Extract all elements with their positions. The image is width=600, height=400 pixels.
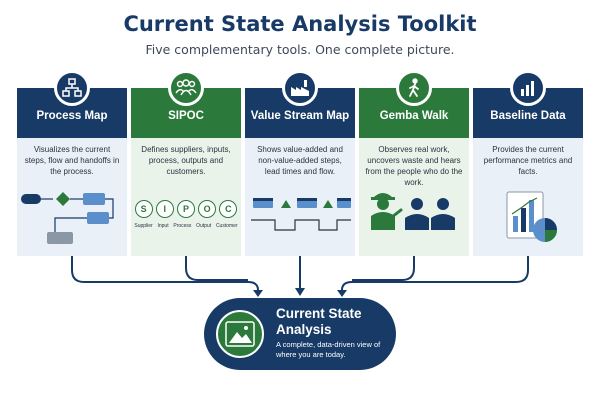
card-description: Observes real work, uncovers waste and h… [365,145,463,187]
card-title: Value Stream Map [250,110,350,122]
factory-icon [282,70,318,106]
connector-sipoc [185,256,248,281]
tool-card-baseline-data: Baseline Data Provides the current perfo… [473,70,583,256]
page-subtitle: Five complementary tools. One complete p… [145,42,455,57]
result-title: Current State Analysis [276,306,362,337]
gemba-people-illustration [371,193,455,230]
arrowhead-center [295,288,305,296]
sipoc-label: Customer [215,223,238,229]
walking-person-icon [396,70,432,106]
tool-card-sipoc: SIPOC Defines suppliers, inputs, process… [131,70,241,256]
arrowhead-right [337,290,347,297]
card-body [131,138,241,256]
bar-chart-icon [510,70,546,106]
page-title: Current State Analysis Toolkit [123,12,477,36]
arrowhead-left [253,290,263,297]
metrics-dashboard-illustration [506,191,557,242]
connector-process-map [71,256,259,292]
group-icon [168,70,204,106]
mountain-icon [216,310,264,358]
card-title: SIPOC [168,110,204,122]
process-flow-illustration [21,192,114,244]
value-stream-illustration [251,198,351,231]
sipoc-label: Output [196,223,212,229]
sipoc-label: Input [157,223,169,229]
card-description: Visualizes the current steps, flow and h… [24,145,120,176]
sipoc-letters: S I P O C [131,200,241,218]
tool-card-value-stream-map: Value Stream Map Shows value-added and n… [245,70,355,256]
card-description: Provides the current performance metrics… [483,145,573,176]
flowchart-icon [54,70,90,106]
sipoc-labels: Supplier Input Process Output Customer [131,223,241,229]
connector-baseline [341,256,529,292]
sipoc-letter: O [198,200,217,218]
sipoc-letter: S [134,200,153,218]
card-body [245,138,355,256]
card-title: Gemba Walk [379,110,449,122]
card-description: Defines suppliers, inputs, process, outp… [141,145,231,176]
sipoc-label: Process [173,223,192,229]
card-title: Process Map [36,110,108,122]
current-state-analysis-result: Current State Analysis A complete, data-… [204,298,396,370]
tool-card-gemba-walk: Gemba Walk Observes real work, uncovers … [359,70,469,256]
tool-card-process-map: Process Map Visualizes the current steps… [17,70,127,256]
sipoc-label: Supplier [134,223,153,229]
card-description: Shows value-added and non-value-added st… [257,145,343,176]
result-subtitle: A complete, data-driven view of where yo… [276,340,381,359]
connector-gemba [352,256,415,281]
sipoc-letter: I [155,200,174,218]
card-title: Baseline Data [490,110,566,122]
sipoc-letter: P [176,200,195,218]
sipoc-letter: C [219,200,238,218]
